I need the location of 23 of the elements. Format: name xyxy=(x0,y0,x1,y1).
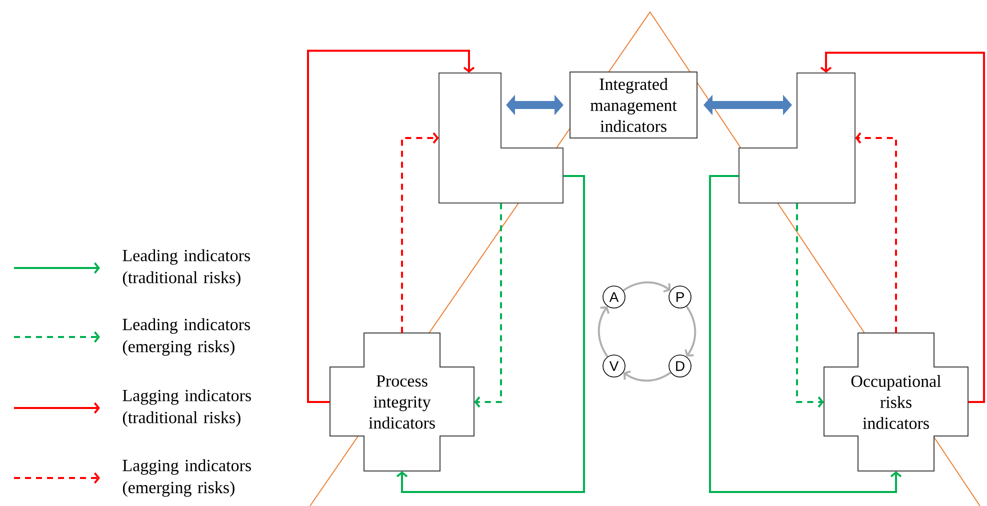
arrow xyxy=(796,203,824,408)
cross-shaped-box: Occupational risks indicators xyxy=(824,332,968,472)
l-shaped-box xyxy=(438,72,564,204)
arrow xyxy=(855,132,898,333)
arrow xyxy=(598,306,610,358)
legend-label: Lagging indicators (traditional risks) xyxy=(122,389,251,427)
legend-label: Leading indicators (traditional risks) xyxy=(122,249,250,287)
legend-label: Lagging indicators (emerging risks) xyxy=(122,459,251,497)
double-arrow xyxy=(704,94,792,116)
arrow xyxy=(401,132,439,333)
arrow xyxy=(623,370,672,382)
l-shaped-box xyxy=(738,72,856,204)
arrow xyxy=(709,175,902,493)
arrow xyxy=(622,281,671,292)
arrow xyxy=(820,52,986,403)
arrow xyxy=(684,306,696,357)
process-box: Integrated management indicators xyxy=(570,72,698,138)
cross-shaped-box: Process integrity indicators xyxy=(330,332,474,472)
arrow xyxy=(307,50,475,403)
arrow xyxy=(396,175,585,493)
legend-label: Leading indicators (emerging risks) xyxy=(122,318,250,356)
double-arrow xyxy=(506,94,564,116)
arrow xyxy=(474,203,502,408)
